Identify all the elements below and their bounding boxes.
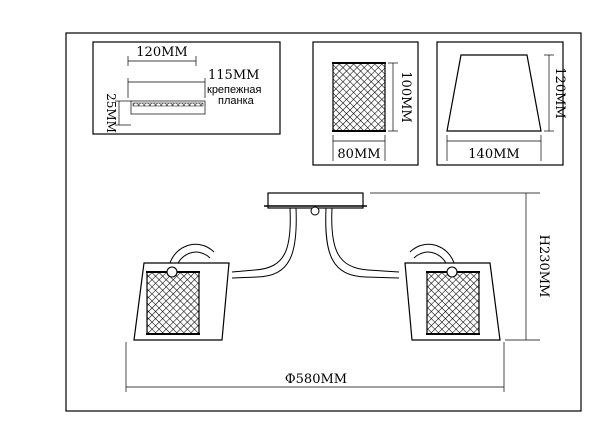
left-arm [231,207,291,273]
bar-height-label: 25ММ [104,93,118,133]
cage-width-label: 80ММ [337,147,380,162]
mounting-bar-detail: 120ММ 115ММ крепежная планка 25ММ [92,41,281,135]
bar-overall-label: 115ММ [208,68,259,83]
cage-shape [332,62,386,132]
left-cage [146,271,200,335]
mounting-bar-shape [130,100,206,115]
shade-width-label: 140ММ [468,147,519,162]
mount-label-line1: крепежная [207,84,262,96]
total-height-label: H230ММ [536,235,551,298]
shade-detail: 120ММ 140ММ [436,41,567,166]
total-diameter-label: Ф580ММ [285,372,347,387]
canopy-screw [310,206,320,216]
bar-length-label: 120ММ [136,45,187,60]
shade-shape [446,54,542,132]
shade-height-label: 120ММ [552,67,567,118]
cage-height-label: 100ММ [398,71,413,122]
fixture-drawing [133,192,501,341]
mounting-bar-box [92,41,281,135]
right-arm [331,207,400,273]
right-cage [426,271,480,335]
cage-detail: 100ММ 80ММ [312,41,419,166]
mount-label-line2: планка [218,95,255,107]
main-dimensions: H230ММ Ф580ММ [125,192,551,392]
